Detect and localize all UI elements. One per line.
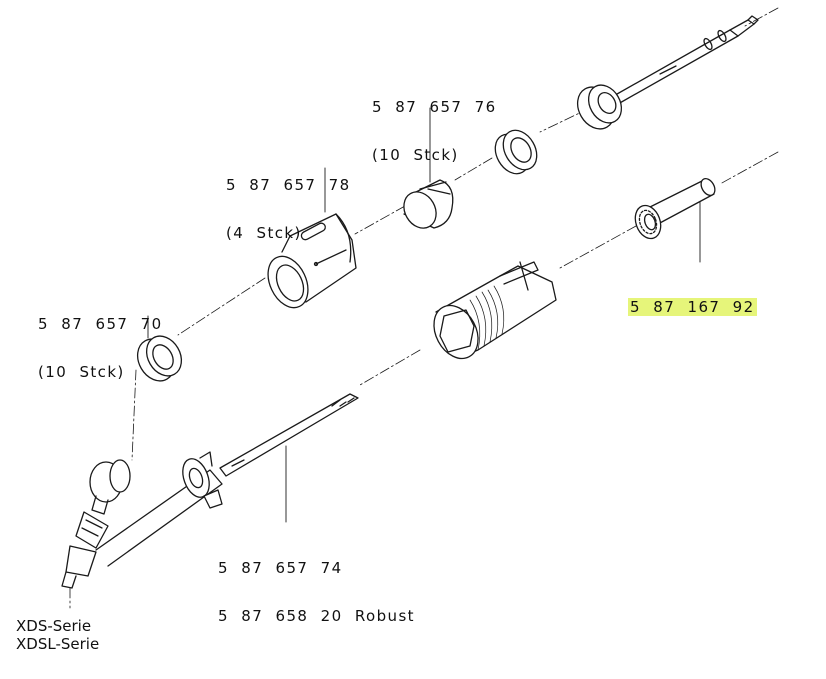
part-number: 5 87 657 74 (218, 559, 343, 577)
lower-axis-line (69, 151, 779, 609)
part-number: 5 87 657 70 (38, 315, 163, 333)
small-washer-part (136, 335, 183, 382)
part-number: 5 87 657 78 (226, 176, 351, 194)
part-quantity: (10 Stck) (372, 146, 459, 164)
part-number: 5 87 657 76 (372, 98, 497, 116)
series-label: XDS-Serie XDSL-Serie (16, 617, 99, 653)
gun-body-part (61, 451, 223, 589)
highlighted-part-number: 5 87 167 92 (628, 298, 757, 316)
nozzle-body-part (267, 213, 357, 309)
series-xds: XDS-Serie (16, 617, 92, 635)
label-58765770: 5 87 657 70 (10 Stck) (38, 284, 163, 396)
cylinder-part (403, 179, 454, 229)
needle-part (609, 15, 759, 105)
part-quantity: (10 Stck) (38, 363, 125, 381)
washer-part (494, 129, 538, 175)
label-58716792: 5 87 167 92 (628, 266, 757, 332)
rod-part (219, 393, 359, 477)
label-58765776: 5 87 657 76 (10 Stck) (372, 67, 497, 179)
part-quantity: (4 Stck) (226, 224, 302, 242)
knurled-part (634, 177, 716, 240)
needle-ring (576, 84, 623, 130)
label-58765774: 5 87 657 74 5 87 658 20 Robust (218, 528, 415, 640)
part-number-robust: 5 87 658 20 Robust (218, 607, 415, 625)
series-xdsl: XDSL-Serie (16, 635, 100, 653)
threaded-sleeve-part (433, 261, 557, 360)
label-58765778: 5 87 657 78 (4 Stck) (226, 145, 351, 257)
leader-lines (147, 107, 701, 523)
